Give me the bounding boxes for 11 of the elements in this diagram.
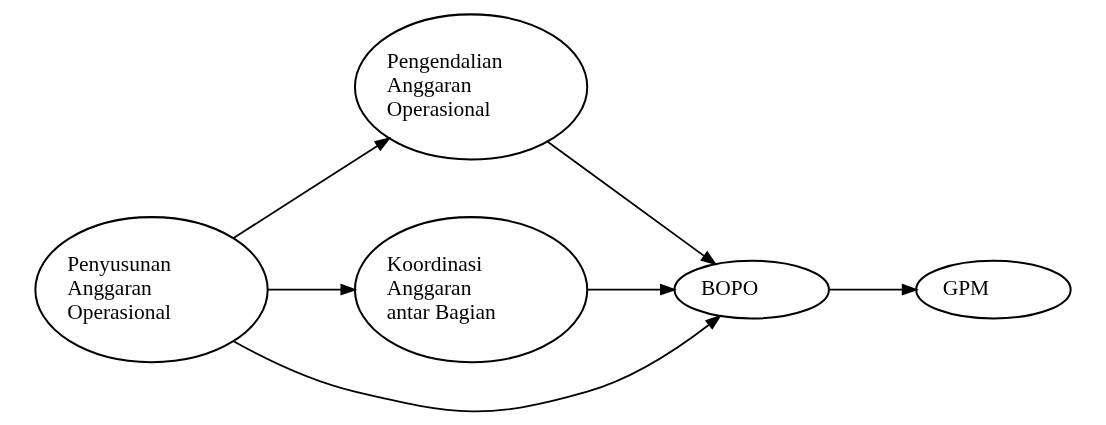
arrow: [546, 140, 718, 266]
arrow: [232, 136, 392, 239]
arrow: [586, 283, 677, 296]
node-ellipse: Pengendalian Anggaran Operasional: [353, 12, 589, 160]
arrow: [266, 283, 358, 296]
node-ellipse: Koordinasi Anggaran antar Bagian: [353, 215, 589, 363]
arrow: [232, 314, 722, 412]
node-ellipse: GPM: [915, 259, 1072, 319]
node-ellipse: Penyusunan Anggaran Operasional: [34, 215, 269, 363]
arrow: [828, 283, 919, 296]
node-ellipse: BOPO: [673, 259, 830, 319]
